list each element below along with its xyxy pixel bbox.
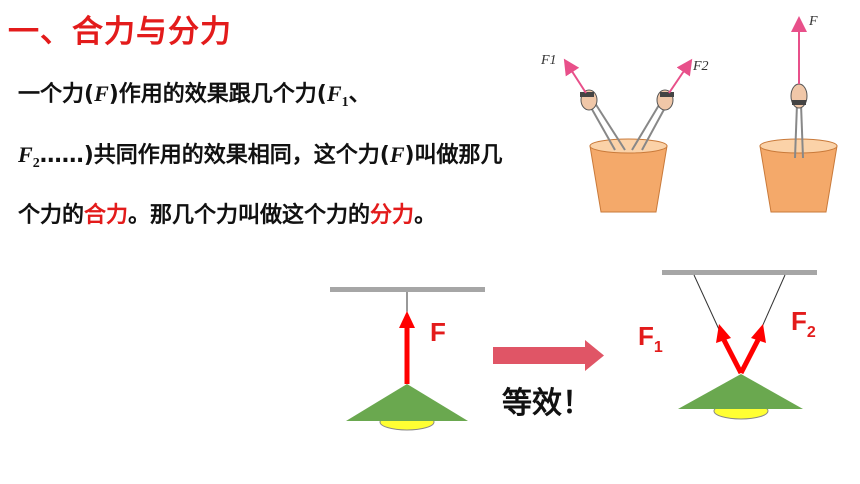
label-f1: F1 (638, 321, 663, 356)
symbol-f: F (94, 81, 109, 106)
para-text-3: 、 (348, 82, 371, 107)
para-text-1: 一个力( (18, 82, 95, 107)
rope-left-b (592, 99, 626, 151)
label-f1-sub: 1 (654, 339, 663, 356)
equivalent-label: 等效！ (502, 386, 592, 421)
lampshade-left (346, 384, 468, 421)
para-text-2: )作用的效果跟几个力( (108, 82, 327, 107)
ceiling-bar-right (662, 270, 817, 275)
single-force-diagram: F (330, 287, 485, 431)
label-f2: F2 (791, 306, 816, 341)
label-f2-main: F (791, 306, 807, 336)
arrow-f2-shaft (738, 338, 761, 375)
definition-paragraph: 一个力(F)作用的效果跟几个力(F1、F2……)共同作用的效果相同，这个力(F)… (18, 68, 518, 242)
bucket-right (759, 138, 838, 213)
label-f2-sub: 2 (807, 324, 816, 341)
highlight-resultant-force: 合力 (84, 203, 129, 228)
para-text-4: ……)共同作用的效果相同，这个力( (39, 143, 390, 168)
photo-label-f: F (808, 14, 818, 29)
symbol-f2-main: F (18, 142, 33, 167)
hand-center-icon (790, 83, 808, 109)
photo-label-f2: F2 (692, 59, 709, 74)
arrow-f2-head (751, 324, 766, 343)
force-arrow-f1 (563, 58, 587, 94)
symbol-f1: F1 (326, 81, 349, 110)
rope-center-b (800, 103, 804, 159)
lampshade-right (678, 374, 803, 409)
para-text-5: )叫做那几个力的 (18, 143, 503, 228)
bucket-left (589, 138, 668, 213)
arrow-f1-shaft (721, 338, 744, 375)
arrow-f1-head (716, 324, 731, 343)
rope-left-a (588, 103, 616, 151)
arrow-f-head (399, 311, 415, 328)
symbol-f1-sub: 1 (341, 95, 349, 110)
label-f-single: F (430, 317, 446, 347)
symbol-f1-main: F (326, 81, 342, 106)
hand-right-icon (656, 89, 674, 111)
bucket-one-hand-photo: F (759, 14, 838, 213)
cord-left (693, 274, 723, 337)
rope-right-b (641, 103, 668, 151)
symbol-f-again: F (389, 142, 405, 167)
bucket-two-hands-photo: F1 F2 (540, 53, 709, 213)
section-title: 一、合力与分力 (8, 14, 232, 50)
rope-right-a (631, 99, 663, 151)
symbol-f2-sub: 2 (32, 156, 40, 171)
force-arrow-f2 (668, 58, 693, 94)
photo-label-f1: F1 (540, 53, 557, 68)
symbol-f2: F2 (18, 142, 40, 171)
label-f1-main: F (638, 321, 654, 351)
para-text-7: 。 (414, 203, 437, 228)
hand-left-icon (580, 89, 598, 111)
para-text-6: 。那几个力叫做这个力的 (128, 203, 371, 228)
ceiling-bar-left (330, 287, 485, 292)
highlight-component-force: 分力 (370, 203, 415, 228)
equivalence-arrow-icon (493, 340, 604, 371)
rope-center-a (794, 103, 798, 159)
two-force-diagram: F1 F2 (638, 270, 817, 420)
